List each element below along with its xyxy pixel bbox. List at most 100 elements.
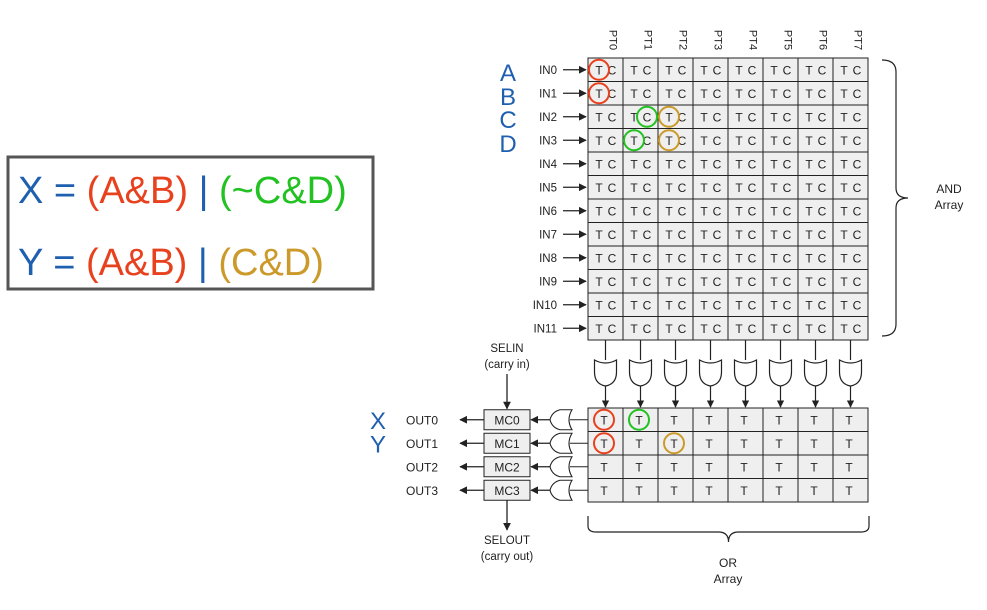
and-cell	[587, 175, 624, 200]
and-cell-c: C	[818, 251, 827, 265]
or-array-label: OR	[719, 556, 737, 570]
or-cell-t: T	[635, 484, 643, 498]
and-cell-c: C	[748, 157, 757, 171]
and-cell-t: T	[665, 157, 673, 171]
and-cell	[762, 81, 799, 106]
and-cell-c: C	[608, 87, 617, 101]
and-cell-t: T	[595, 204, 603, 218]
or-cell-t: T	[600, 484, 608, 498]
and-cell-c: C	[783, 298, 792, 312]
and-cell-c: C	[678, 298, 687, 312]
and-cell-t: T	[665, 63, 673, 77]
and-cell	[797, 128, 834, 153]
and-cell	[762, 269, 799, 294]
equation-x-term2: (~C&D)	[219, 170, 347, 212]
or-cell-t: T	[670, 437, 678, 451]
and-cell	[692, 245, 729, 270]
and-cell-t: T	[735, 322, 743, 336]
and-cell	[657, 57, 694, 82]
input-label: IN6	[539, 206, 557, 218]
equation-x: X = (A&B) | (~C&D)	[18, 170, 347, 212]
and-cell-t: T	[700, 157, 708, 171]
and-cell	[587, 269, 624, 294]
and-cell-t: T	[735, 204, 743, 218]
and-cell-c: C	[748, 275, 757, 289]
and-cell-t: T	[840, 63, 848, 77]
and-cell-c: C	[713, 87, 722, 101]
and-cell-t: T	[595, 275, 603, 289]
and-cell-c: C	[713, 322, 722, 336]
and-cell-t: T	[735, 110, 743, 124]
and-cell	[762, 198, 799, 223]
and-cell-c: C	[643, 157, 652, 171]
and-cell	[762, 316, 799, 341]
and-array-label: AND	[936, 182, 962, 196]
and-cell	[832, 128, 869, 153]
and-cell-c: C	[853, 228, 862, 242]
and-cell-c: C	[678, 110, 687, 124]
and-cell	[692, 151, 729, 176]
and-cell-c: C	[608, 181, 617, 195]
or-gate	[628, 358, 653, 387]
and-cell-t: T	[840, 298, 848, 312]
and-cell-t: T	[805, 157, 813, 171]
and-cell-t: T	[630, 181, 638, 195]
and-cell-c: C	[748, 87, 757, 101]
and-cell	[762, 245, 799, 270]
and-cell	[727, 151, 764, 176]
macrocell-or-gate	[549, 479, 573, 501]
equation-y-equals: =	[43, 242, 86, 284]
and-cell	[622, 292, 659, 317]
or-cell-t: T	[775, 413, 783, 427]
or-array-bracket	[587, 516, 870, 543]
or-gate	[663, 358, 688, 387]
and-cell-c: C	[643, 275, 652, 289]
and-array-label: Array	[935, 198, 964, 212]
and-cell	[832, 316, 869, 341]
and-cell-c: C	[748, 251, 757, 265]
and-cell	[622, 269, 659, 294]
and-cell	[797, 222, 834, 247]
and-cell	[692, 292, 729, 317]
and-cell	[622, 81, 659, 106]
and-cell	[587, 198, 624, 223]
and-cell-t: T	[700, 251, 708, 265]
and-cell	[762, 222, 799, 247]
pt-label: PT2	[677, 30, 689, 50]
and-cell-t: T	[735, 275, 743, 289]
and-cell-c: C	[818, 181, 827, 195]
pt-label: PT1	[642, 30, 654, 50]
and-cell-c: C	[713, 110, 722, 124]
or-cell-t: T	[775, 437, 783, 451]
selection-circles	[588, 58, 685, 455]
and-cell-t: T	[665, 204, 673, 218]
and-cell-c: C	[643, 251, 652, 265]
and-cell-t: T	[735, 228, 743, 242]
and-cell-c: C	[713, 275, 722, 289]
and-cell	[622, 222, 659, 247]
and-cell-c: C	[853, 63, 862, 77]
and-cell	[657, 81, 694, 106]
and-cell-t: T	[805, 110, 813, 124]
and-cell	[797, 104, 834, 129]
and-cell-t: T	[665, 110, 673, 124]
and-selection-circle	[588, 58, 610, 81]
macrocell-or-gate	[549, 432, 573, 454]
or-array-label: Array	[714, 572, 743, 586]
equation-x-term1: (A&B)	[87, 170, 188, 212]
pt-label: PT7	[852, 30, 864, 50]
equation-y-var: Y	[18, 242, 43, 284]
and-cell-t: T	[665, 298, 673, 312]
and-cell	[622, 198, 659, 223]
and-cell-c: C	[783, 87, 792, 101]
and-cell-t: T	[665, 275, 673, 289]
pt-label: PT3	[712, 30, 724, 50]
and-cell	[762, 175, 799, 200]
and-cell-c: C	[678, 87, 687, 101]
and-cell	[692, 57, 729, 82]
and-cell-t: T	[770, 134, 778, 148]
and-cell	[622, 175, 659, 200]
input-label: IN5	[539, 182, 557, 194]
and-cell-c: C	[608, 251, 617, 265]
